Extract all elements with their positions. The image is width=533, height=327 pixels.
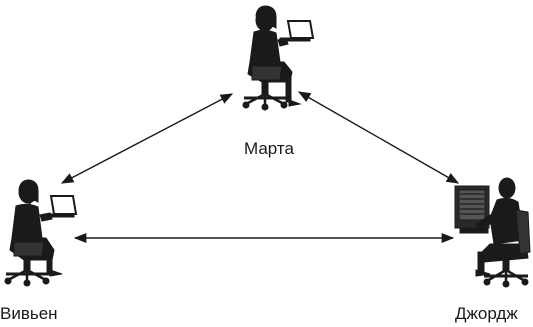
person-vivien-figure: [4, 179, 78, 287]
arrow-marta-george: [297, 91, 460, 184]
label-george: Джордж: [455, 304, 518, 323]
arrow-vivien-marta: [60, 93, 234, 184]
person-marta-figure: [242, 5, 315, 111]
label-vivien: Вивьен: [0, 304, 58, 323]
label-marta: Марта: [244, 139, 294, 158]
person-george-figure: [454, 177, 531, 288]
